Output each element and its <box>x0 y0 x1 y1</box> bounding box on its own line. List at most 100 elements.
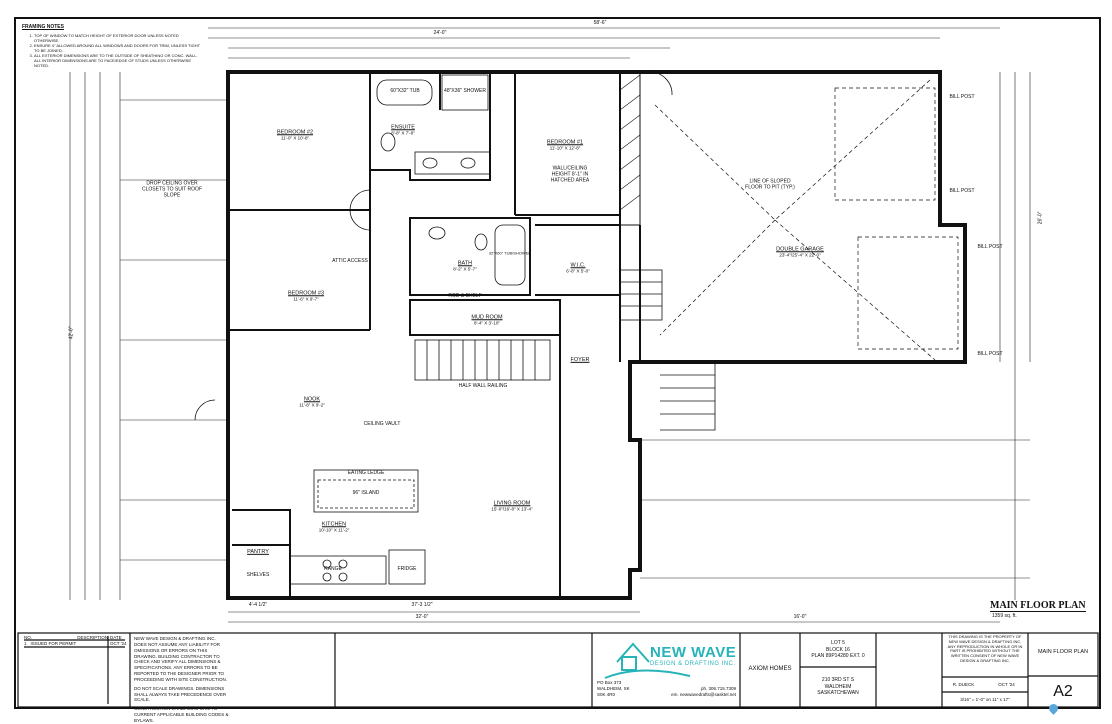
room-dims: 23'-4"/25'-4" x 22'-0" <box>779 252 821 258</box>
company-name: NEW WAVE <box>650 643 737 661</box>
room-bedroom-1: BEDROOM #111'-10" x 12'-8" <box>547 139 583 150</box>
fridge-label: FRIDGE <box>397 566 417 573</box>
revision-row: 1 ISSUED FOR PERMIT <box>24 641 76 647</box>
room-dims: 8'-2" x 5'-7" <box>453 266 477 272</box>
civic-address: 210 3rd ST S WALDHEIM SASKATCHEWAN <box>800 667 876 707</box>
note-item: ALL EXTERIOR DIMENSIONS ARE TO THE OUTSI… <box>34 53 202 68</box>
room-name: LIVING ROOM <box>493 500 531 507</box>
room-name: KITCHEN <box>321 521 347 528</box>
disclaimer-block: New Wave Design & Drafting Inc. DOES NOT… <box>134 636 229 724</box>
half-wall-label: HALF WALL RAILING <box>458 383 508 390</box>
room-dims: 8'-8" x 7'-8" <box>391 130 415 136</box>
rev-date: OCT '24 <box>110 641 127 646</box>
exterior-walls <box>226 70 967 600</box>
dim-garage-depth: 26'-0" <box>1037 211 1044 225</box>
dim-overall-depth: 42'-0" <box>68 326 75 340</box>
company-logo-icon <box>604 642 691 679</box>
legal-description: LOT 5 BLOCK 16 PLAN 89P14280 EXT. 0 <box>800 633 876 667</box>
fixtures <box>194 71 673 585</box>
shelves-label: SHELVES <box>246 572 270 579</box>
code-note: CONSTRUCTION SHALL CONFORM TO CURRENT AP… <box>134 706 229 723</box>
rev-desc: ISSUED FOR PERMIT <box>30 641 77 646</box>
dim-top-left: 24'-0" <box>433 30 447 37</box>
notes-heading: FRAMING NOTES <box>22 24 64 30</box>
company-contact: ph. 306.715.7309 em. newwavedrafts@saskt… <box>650 686 736 698</box>
bill-post-label: BILL POST <box>949 94 975 101</box>
room-name: DOUBLE GARAGE <box>776 246 824 253</box>
room-name: ENSUITE <box>391 124 415 131</box>
room-dims: 8'-4" x 3'-10" <box>474 320 500 326</box>
address-line: WALDHEIM, SK <box>597 685 630 691</box>
drawing-date: OCT '24 <box>998 681 1015 687</box>
room-dims: 11'-0" x 10'-8" <box>280 135 310 141</box>
room-wic: W.I.C.6'-8" x 5'-0" <box>566 262 589 273</box>
address-line: S0K 4R0 <box>597 691 616 697</box>
legal-line: LOT 5 <box>831 640 845 647</box>
room-name: W.I.C. <box>570 262 586 269</box>
sheet-number: A2 <box>1053 682 1073 700</box>
island-label: 96" ISLAND <box>352 490 380 497</box>
rod-shelf-label: ROD & SHELF <box>448 293 482 300</box>
address-line: PO Box 373 <box>597 680 622 685</box>
wall-ceiling-note: WALL/CEILING HEIGHT 8'-1" IN HATCHED ARE… <box>550 165 590 183</box>
scale-note: DO NOT SCALE DRAWINGS. DIMENSIONS SHALL … <box>134 685 227 703</box>
rev-no: 1 <box>24 641 27 646</box>
room-dims: 11'-6" x 9'-7" <box>293 296 319 302</box>
room-dims: 11'-10" x 12'-8" <box>549 145 581 151</box>
room-dims: 10'-10" x 11'-2" <box>318 527 350 533</box>
dim-front-left: 4'-4 1/2" <box>248 602 268 609</box>
room-name: BEDROOM #1 <box>546 139 584 146</box>
phone: ph. 306.715.7309 <box>700 686 736 691</box>
tub-label: 60"x32" TUB <box>390 88 420 95</box>
room-pantry: PANTRY <box>247 549 269 555</box>
shower-label: 48"x36" SHOWER <box>444 88 486 95</box>
room-foyer: FOYER <box>571 357 590 363</box>
rev-col-no: NO. <box>24 635 33 640</box>
drop-ceiling-note: DROP CEILING OVER CLOSETS TO SUIT ROOF S… <box>141 180 202 198</box>
plan-title: MAIN FLOOR PLAN <box>990 600 1086 612</box>
bill-post-label: BILL POST <box>949 188 975 195</box>
eating-ledge-label: EATING LEDGE <box>347 470 385 477</box>
tub-shower-label: 32"x60" TUB/SHOWER <box>488 250 532 256</box>
range-label: RANGE <box>324 566 342 573</box>
room-name: BATH <box>457 260 473 267</box>
legal-line: BLOCK 16 <box>826 646 850 653</box>
copyright-note: THIS DRAWING IS THE PROPERTY OF New Wave… <box>947 634 1023 663</box>
rev-col-date: DATE <box>110 635 122 640</box>
room-dims: 11'-8" x 9'-2" <box>299 402 325 408</box>
drawing-scale: 3/16" = 1'-0" on 11" x 17" <box>960 696 1010 702</box>
company-subtitle: DESIGN & DRAFTING INC. <box>650 660 736 667</box>
attic-access-label: ATTIC ACCESS <box>332 258 368 265</box>
ceiling-vault-label: CEILING VAULT <box>363 421 401 428</box>
note-item: ENSURE 4" ALLOWED AROUND ALL WINDOWS AND… <box>34 43 202 53</box>
room-bedroom-3: BEDROOM #311'-6" x 9'-7" <box>288 290 324 301</box>
plan-area: 1359 sq. ft. <box>992 613 1017 619</box>
rev-col-desc: DESCRIPTION <box>77 635 108 640</box>
drawn-by: R. DUECK <box>952 681 975 687</box>
dim-garage-front: 16'-0" <box>793 614 807 621</box>
civic-line: WALDHEIM <box>824 683 852 690</box>
dim-front-mid: 37'-3 1/2" <box>411 602 433 609</box>
disclaimer-text: New Wave Design & Drafting Inc. DOES NOT… <box>134 636 228 682</box>
room-name: PANTRY <box>247 548 269 555</box>
civic-line: 210 3rd ST S <box>821 677 855 684</box>
room-bedroom-2: BEDROOM #211'-0" x 10'-8" <box>277 129 313 140</box>
garage-slope-lines <box>654 79 959 361</box>
room-dims: 6'-8" x 5'-0" <box>566 268 590 274</box>
revision-header: NO. DESCRIPTION <box>24 635 108 641</box>
company-logo: NEW WAVE DESIGN & DRAFTING INC. <box>650 640 740 670</box>
room-name: NOOK <box>303 396 321 403</box>
sheet-title: MAIN FLOOR PLAN <box>1037 648 1089 655</box>
email: em. newwavedrafts@sasktel.net <box>671 691 736 697</box>
room-name: FOYER <box>570 356 590 363</box>
legal-line: PLAN 89P14280 EXT. 0 <box>811 653 865 660</box>
stairs <box>414 269 716 431</box>
